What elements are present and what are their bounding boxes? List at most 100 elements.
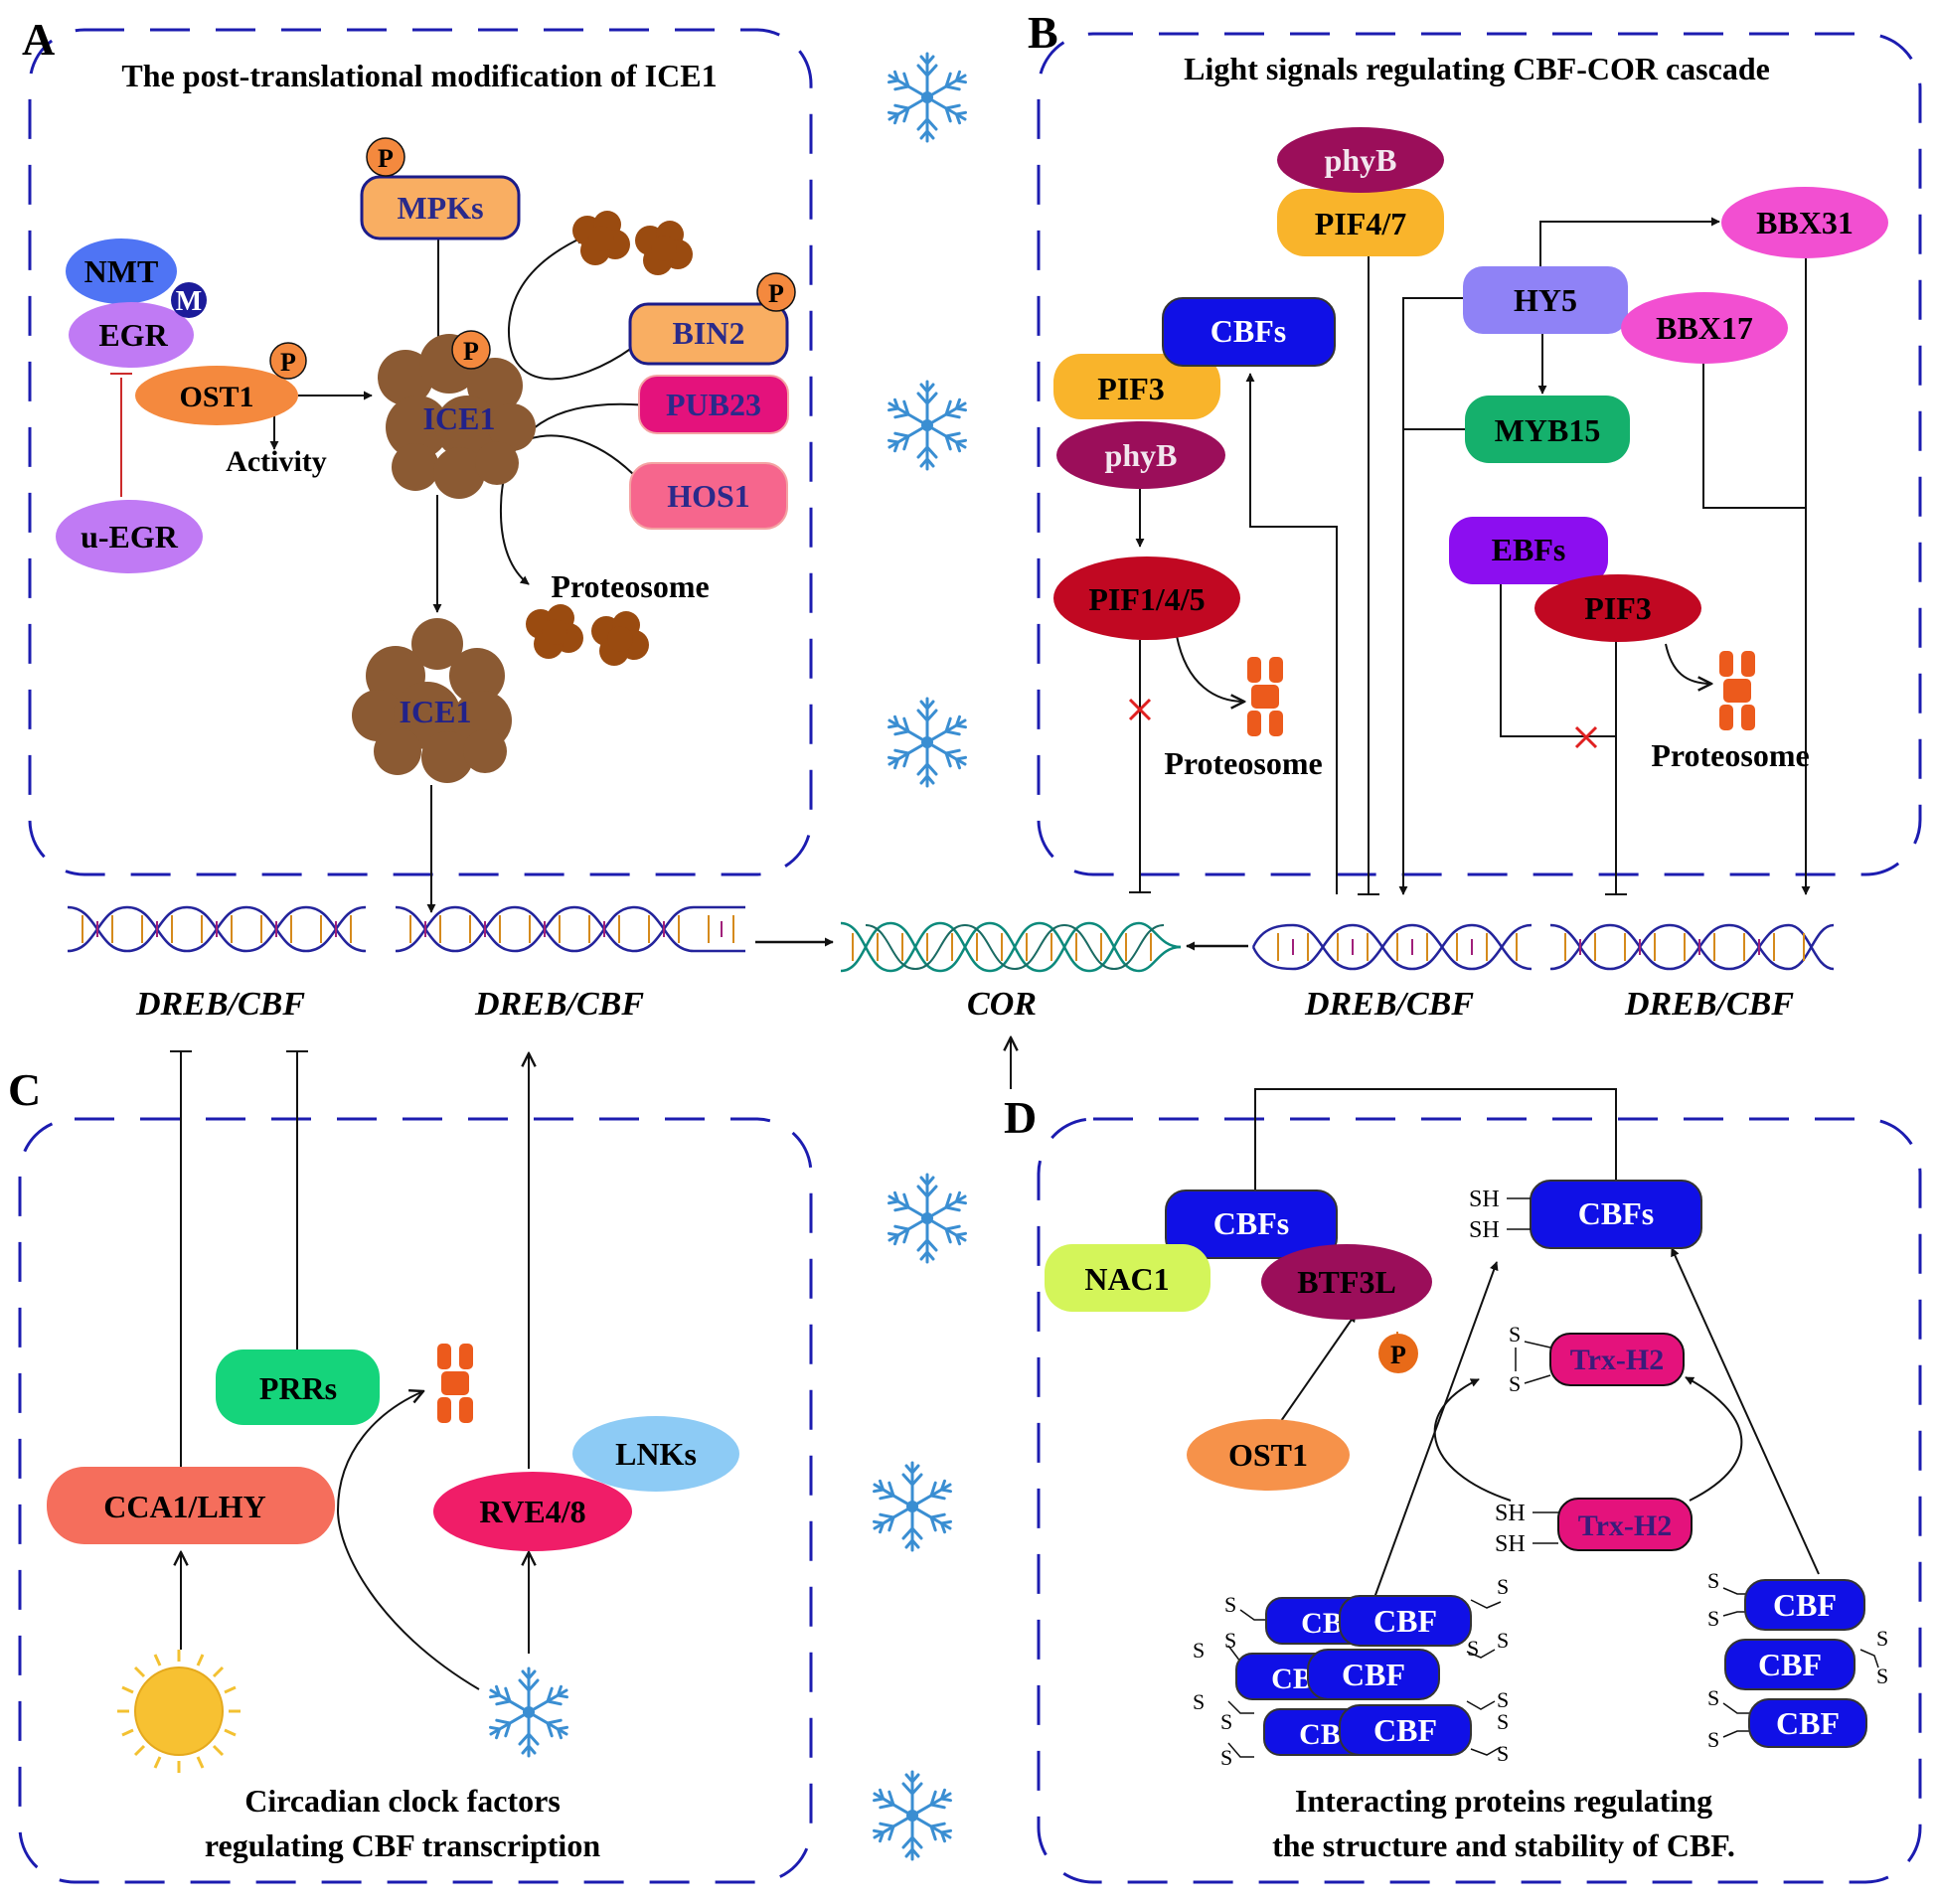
panel-d-border <box>1037 1117 1922 1884</box>
trx-oxidation-arrow <box>1685 1376 1743 1502</box>
s-label: S <box>1220 1709 1232 1734</box>
dna-helix <box>67 905 367 953</box>
cbf-label: CBF <box>1342 1657 1405 1692</box>
ebfs-node <box>1449 517 1608 584</box>
ost1-to-btf3l-arrow <box>1273 1313 1357 1432</box>
disulfide-bond <box>1524 1341 1551 1349</box>
hy5-to-dreb-arrow <box>1398 297 1465 895</box>
ice1-bottom-node <box>352 618 512 783</box>
snowflake-icon <box>487 1666 570 1758</box>
s-label: S <box>1509 1371 1521 1396</box>
nac1-node <box>1045 1244 1210 1312</box>
phyb-left-node <box>1056 421 1225 489</box>
panel-d-letter: D <box>1004 1092 1037 1143</box>
ebfs-label: EBFs <box>1492 532 1566 567</box>
rve48-label: RVE4/8 <box>479 1494 585 1529</box>
snowflake-icon <box>886 697 969 788</box>
pif3-left-node <box>1053 354 1220 419</box>
pub23-node <box>638 375 789 434</box>
pif145-label: PIF1/4/5 <box>1088 581 1205 617</box>
lnks-label: LNKs <box>615 1436 697 1472</box>
cbf-oligomer-right: CBF CBF CBF S S S S S S <box>1707 1568 1888 1752</box>
panel-a-border <box>28 28 813 876</box>
snowflake-icon <box>871 1770 954 1861</box>
s-label: S <box>1707 1685 1719 1710</box>
proteasome-icon <box>526 604 583 659</box>
snowflake-icon <box>886 1173 969 1264</box>
s-label: S <box>1224 1628 1236 1653</box>
block-mark <box>1574 725 1598 749</box>
snowflake-icon <box>886 52 969 143</box>
cbfs-node <box>1162 297 1336 367</box>
s-label: S <box>1707 1606 1719 1631</box>
s-label: S <box>1497 1628 1509 1653</box>
activity-label: Activity <box>226 445 327 478</box>
panel-d-title-line2: the structure and stability of CBF. <box>1272 1827 1735 1863</box>
s-label: S <box>1876 1626 1888 1651</box>
cbf-to-cbfs-arrow <box>1671 1247 1820 1575</box>
ost1-p-label: P <box>280 348 296 377</box>
s-label: S <box>1707 1568 1719 1593</box>
s-label: S <box>1193 1689 1205 1714</box>
bbx17-node <box>1621 292 1788 364</box>
dna-label-4: DREB/CBF <box>1304 986 1474 1023</box>
s-label: S <box>1497 1687 1509 1712</box>
cb-truncated-label: CB <box>1301 1607 1343 1640</box>
dna-label-2: DREB/CBF <box>474 986 644 1023</box>
cbfs-feedback-arrow <box>1245 373 1338 894</box>
s-label: S <box>1497 1574 1509 1599</box>
hy5-node <box>1463 266 1628 334</box>
lnks-node <box>572 1416 739 1492</box>
bin2-label: BIN2 <box>673 315 745 351</box>
egr-label: EGR <box>98 317 168 353</box>
cold-degradation-arrow <box>336 1391 480 1690</box>
pif3-right-label: PIF3 <box>1584 590 1652 626</box>
sh-label: SH <box>1469 1187 1500 1212</box>
sh-label: SH <box>1469 1217 1500 1243</box>
bin2-degradation-arrow <box>507 236 633 381</box>
bbx17-label: BBX17 <box>1656 310 1753 346</box>
proteasome-icon <box>635 221 693 275</box>
hy5-label: HY5 <box>1514 282 1577 318</box>
ost1-d-label: OST1 <box>1228 1437 1308 1473</box>
mpks-node <box>360 175 521 240</box>
snowflake-icon <box>871 1461 954 1552</box>
m-badge-label: M <box>176 286 202 317</box>
egr-node <box>69 302 194 368</box>
s-label: S <box>1876 1664 1888 1688</box>
dna-label-5: DREB/CBF <box>1624 986 1794 1023</box>
u-egr-label: u-EGR <box>81 519 179 555</box>
bin2-p-badge <box>756 272 796 312</box>
cbf-label: CBF <box>1776 1705 1840 1741</box>
proteasome-icon <box>572 211 630 265</box>
s-label: S <box>1497 1741 1509 1766</box>
prrs-node <box>216 1349 380 1425</box>
panel-b-letter: B <box>1028 7 1058 58</box>
pif145-node <box>1053 556 1240 640</box>
bbx31-label: BBX31 <box>1756 205 1854 240</box>
block-mark <box>1128 698 1152 721</box>
trx-oxidized-node <box>1549 1333 1685 1386</box>
dna-label-1: DREB/CBF <box>135 986 305 1023</box>
trx-reduced-node <box>1557 1498 1693 1551</box>
phyb-top-node <box>1277 127 1444 193</box>
cbf-label: CBF <box>1773 1587 1837 1623</box>
proteosome-left-label: Proteosome <box>1164 745 1322 781</box>
mpks-label: MPKs <box>397 190 483 226</box>
bbx17-connector-line <box>1702 358 1806 509</box>
pif3-left-label: PIF3 <box>1097 371 1165 406</box>
phyb-left-label: phyB <box>1105 437 1178 473</box>
panel-c-letter: C <box>8 1064 41 1115</box>
s-label: S <box>1224 1592 1236 1617</box>
panel-d-title-line1: Interacting proteins regulating <box>1295 1783 1712 1819</box>
trx-oxidized-label: Trx-H2 <box>1570 1344 1664 1376</box>
panel-c: PRRs CCA1/LHY LNKs RVE4/8 <box>47 1050 739 1773</box>
phyb-top-label: phyB <box>1325 142 1397 178</box>
btf3l-p-label: P <box>1390 1341 1406 1369</box>
nac1-label: NAC1 <box>1084 1261 1169 1297</box>
panel-d: CBFs NAC1 BTF3L P OST1 CBFs SH SH Trx-H2… <box>1011 1037 1888 1770</box>
pif47-node <box>1277 189 1444 256</box>
ost1-node <box>135 366 298 425</box>
rve48-node <box>433 1472 632 1551</box>
proteasome-icon <box>591 611 649 666</box>
